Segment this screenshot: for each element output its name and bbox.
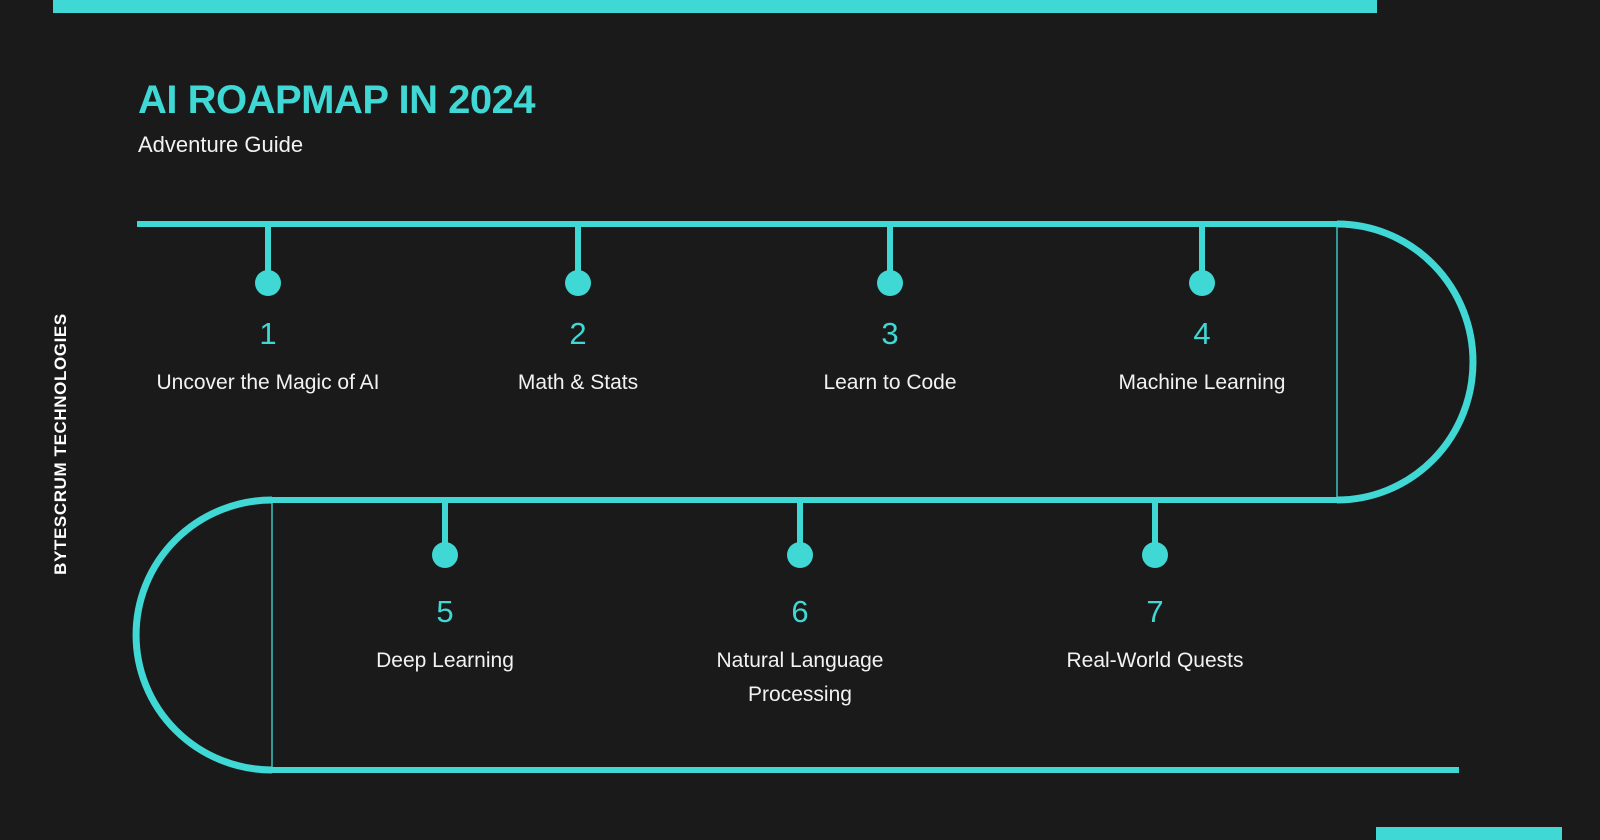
page-subtitle: Adventure Guide [138, 132, 304, 157]
bottom-accent-bar [1376, 827, 1562, 840]
milestone-dot [1142, 542, 1168, 568]
milestone-label: Deep Learning [376, 649, 514, 672]
track-cap-left [132, 496, 273, 774]
milestone-stem [887, 224, 893, 283]
brand-vertical-text: BYTESCRUM TECHNOLOGIES [51, 313, 70, 575]
milestone-stem [797, 500, 803, 555]
milestone-number: 7 [1146, 594, 1164, 629]
milestone-dot [432, 542, 458, 568]
milestone-label: Math & Stats [517, 371, 639, 394]
page-title: AI ROAPMAP IN 2024 [138, 78, 536, 122]
top-accent-bar [53, 0, 1377, 13]
milestone-stem [442, 500, 448, 555]
milestone-dot [877, 270, 903, 296]
milestone-stem [575, 224, 581, 283]
milestone-dot [787, 542, 813, 568]
track-cap-right [1336, 220, 1477, 504]
milestone-stem [1152, 500, 1158, 555]
milestone-label: Natural Language Processing [716, 649, 884, 706]
milestone-label: Machine Learning [1118, 371, 1286, 394]
milestone-number: 5 [436, 594, 454, 629]
milestone-number: 3 [881, 316, 899, 351]
milestone-number: 6 [791, 594, 809, 629]
milestone-stem [265, 224, 271, 283]
milestone-number: 2 [569, 316, 587, 351]
milestone-label: Uncover the Magic of AI [156, 371, 380, 394]
milestone-number: 1 [259, 316, 277, 351]
milestone-stem [1199, 224, 1205, 283]
milestone-dot [255, 270, 281, 296]
milestone-dot [1189, 270, 1215, 296]
milestone-number: 4 [1193, 316, 1211, 351]
milestone-label: Learn to Code [823, 371, 957, 394]
milestone-dot [565, 270, 591, 296]
milestone-label: Real-World Quests [1066, 649, 1244, 672]
